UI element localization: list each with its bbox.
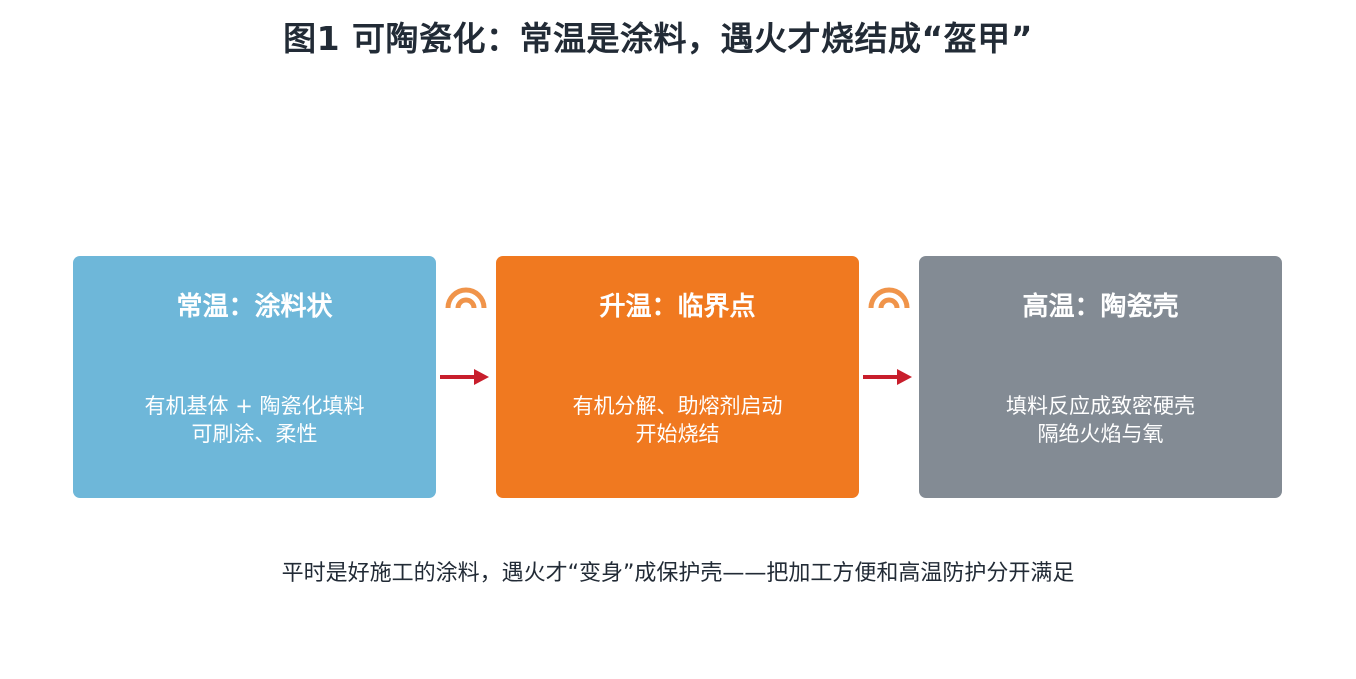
arrow-right-icon: [440, 369, 489, 385]
stage-description-line: 填料反应成致密硬壳: [1006, 394, 1195, 418]
heat-icon: [868, 287, 910, 309]
stage-description-line: 有机基体 + 陶瓷化填料: [144, 394, 365, 418]
stage-heating-critical-point: 升温：临界点 有机分解、助熔剂启动 开始烧结: [496, 256, 859, 498]
stage-high-temperature-ceramic-shell: 高温：陶瓷壳 填料反应成致密硬壳 隔绝火焰与氧: [919, 256, 1282, 498]
stage-description-line: 隔绝火焰与氧: [1037, 422, 1164, 446]
stage-heading: 高温：陶瓷壳: [1022, 292, 1179, 322]
stage-room-temperature: 常温：涂料状 有机基体 + 陶瓷化填料 可刷涂、柔性: [73, 256, 436, 498]
figure-caption: 平时是好施工的涂料，遇火才“变身”成保护壳——把加工方便和高温防护分开满足: [281, 561, 1075, 586]
stage-description-line: 可刷涂、柔性: [191, 422, 318, 446]
stage-heading: 升温：临界点: [599, 292, 756, 322]
stage-heading: 常温：涂料状: [176, 292, 333, 322]
heat-icon: [445, 287, 487, 309]
stage-description-line: 有机分解、助熔剂启动: [572, 394, 783, 418]
connector-2: [863, 287, 912, 385]
arrow-right-icon: [863, 369, 912, 385]
figure-title: 图1 可陶瓷化：常温是涂料，遇火才烧结成“盔甲”: [283, 19, 1033, 58]
stage-description-line: 开始烧结: [635, 422, 720, 446]
connector-1: [440, 287, 489, 385]
